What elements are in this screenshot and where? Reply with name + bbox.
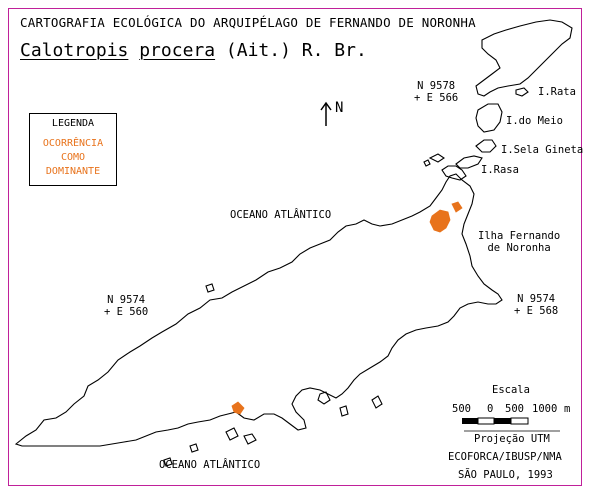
- place-date-label: SÃO PAULO, 1993: [458, 469, 553, 481]
- north-label: N: [335, 100, 344, 116]
- islet-south-3: [339, 405, 349, 417]
- label-island-rasa: I.Rasa: [481, 164, 519, 176]
- map-title: CARTOGRAFIA ECOLÓGICA DO ARQUIPÉLAGO DE …: [20, 15, 476, 30]
- island-rata-islet: [515, 87, 529, 97]
- org-label: ECOFORCA/IBUSP/NMA: [448, 451, 562, 463]
- label-ocean-south: OCEANO ATLÂNTICO: [159, 459, 261, 471]
- projection-label: Projeção UTM: [474, 433, 550, 445]
- islet-south-6: [189, 443, 199, 453]
- occurrence-patch-northeast: [429, 209, 451, 233]
- coord-west: N 9574 + E 560: [104, 294, 149, 318]
- scale-tick-0: 0: [487, 403, 494, 415]
- legend-box: LEGENDA OCORRÊNCIA COMO DOMINANTE: [29, 113, 117, 186]
- islet-small-b: [423, 159, 431, 167]
- species-epithet: procera: [139, 40, 216, 61]
- occurrence-patch-northeast-2: [451, 201, 463, 213]
- occurrence-patch-south: [231, 401, 245, 415]
- label-main-island: Ilha Fernando de Noronha: [478, 230, 561, 254]
- scale-title: Escala: [492, 384, 530, 396]
- north-arrow-icon: [320, 101, 332, 126]
- scale-bar: [462, 417, 529, 425]
- label-ocean-north: OCEANO ATLÂNTICO: [230, 209, 332, 221]
- species-name: Calotropis procera (Ait.) R. Br.: [20, 40, 367, 61]
- islet-south-1: [317, 391, 331, 405]
- scale-tick-500-left: 500: [452, 403, 471, 415]
- northeast-peninsula: [441, 165, 467, 181]
- label-island-do-meio: I.do Meio: [506, 115, 563, 127]
- islet-small-a: [428, 153, 445, 163]
- scale-tick-500-right: 500: [505, 403, 524, 415]
- legend-title: LEGENDA: [51, 118, 95, 129]
- islet-west: [205, 283, 215, 293]
- map-frame: [8, 8, 582, 486]
- species-genus: Calotropis: [20, 40, 129, 61]
- label-island-rata: I.Rata: [538, 86, 576, 98]
- island-rata: [475, 19, 573, 97]
- islet-south-7: [163, 457, 173, 467]
- islet-south-5: [243, 433, 257, 445]
- coord-ne-top: N 9578 + E 566: [414, 80, 459, 104]
- legend-item-occurrence: OCORRÊNCIA COMO DOMINANTE: [42, 138, 104, 177]
- label-island-sela-gineta: I.Sela Gineta: [501, 144, 584, 156]
- island-rasa: [455, 155, 483, 169]
- islet-south-2: [371, 395, 383, 409]
- coord-east: N 9574 + E 568: [514, 293, 559, 317]
- island-sela-gineta: [475, 139, 497, 153]
- islet-south-4: [225, 427, 239, 441]
- scale-tick-1000: 1000: [532, 403, 558, 415]
- island-do-meio: [475, 103, 503, 133]
- scale-unit: m: [564, 403, 571, 415]
- species-author: (Ait.) R. Br.: [225, 40, 367, 61]
